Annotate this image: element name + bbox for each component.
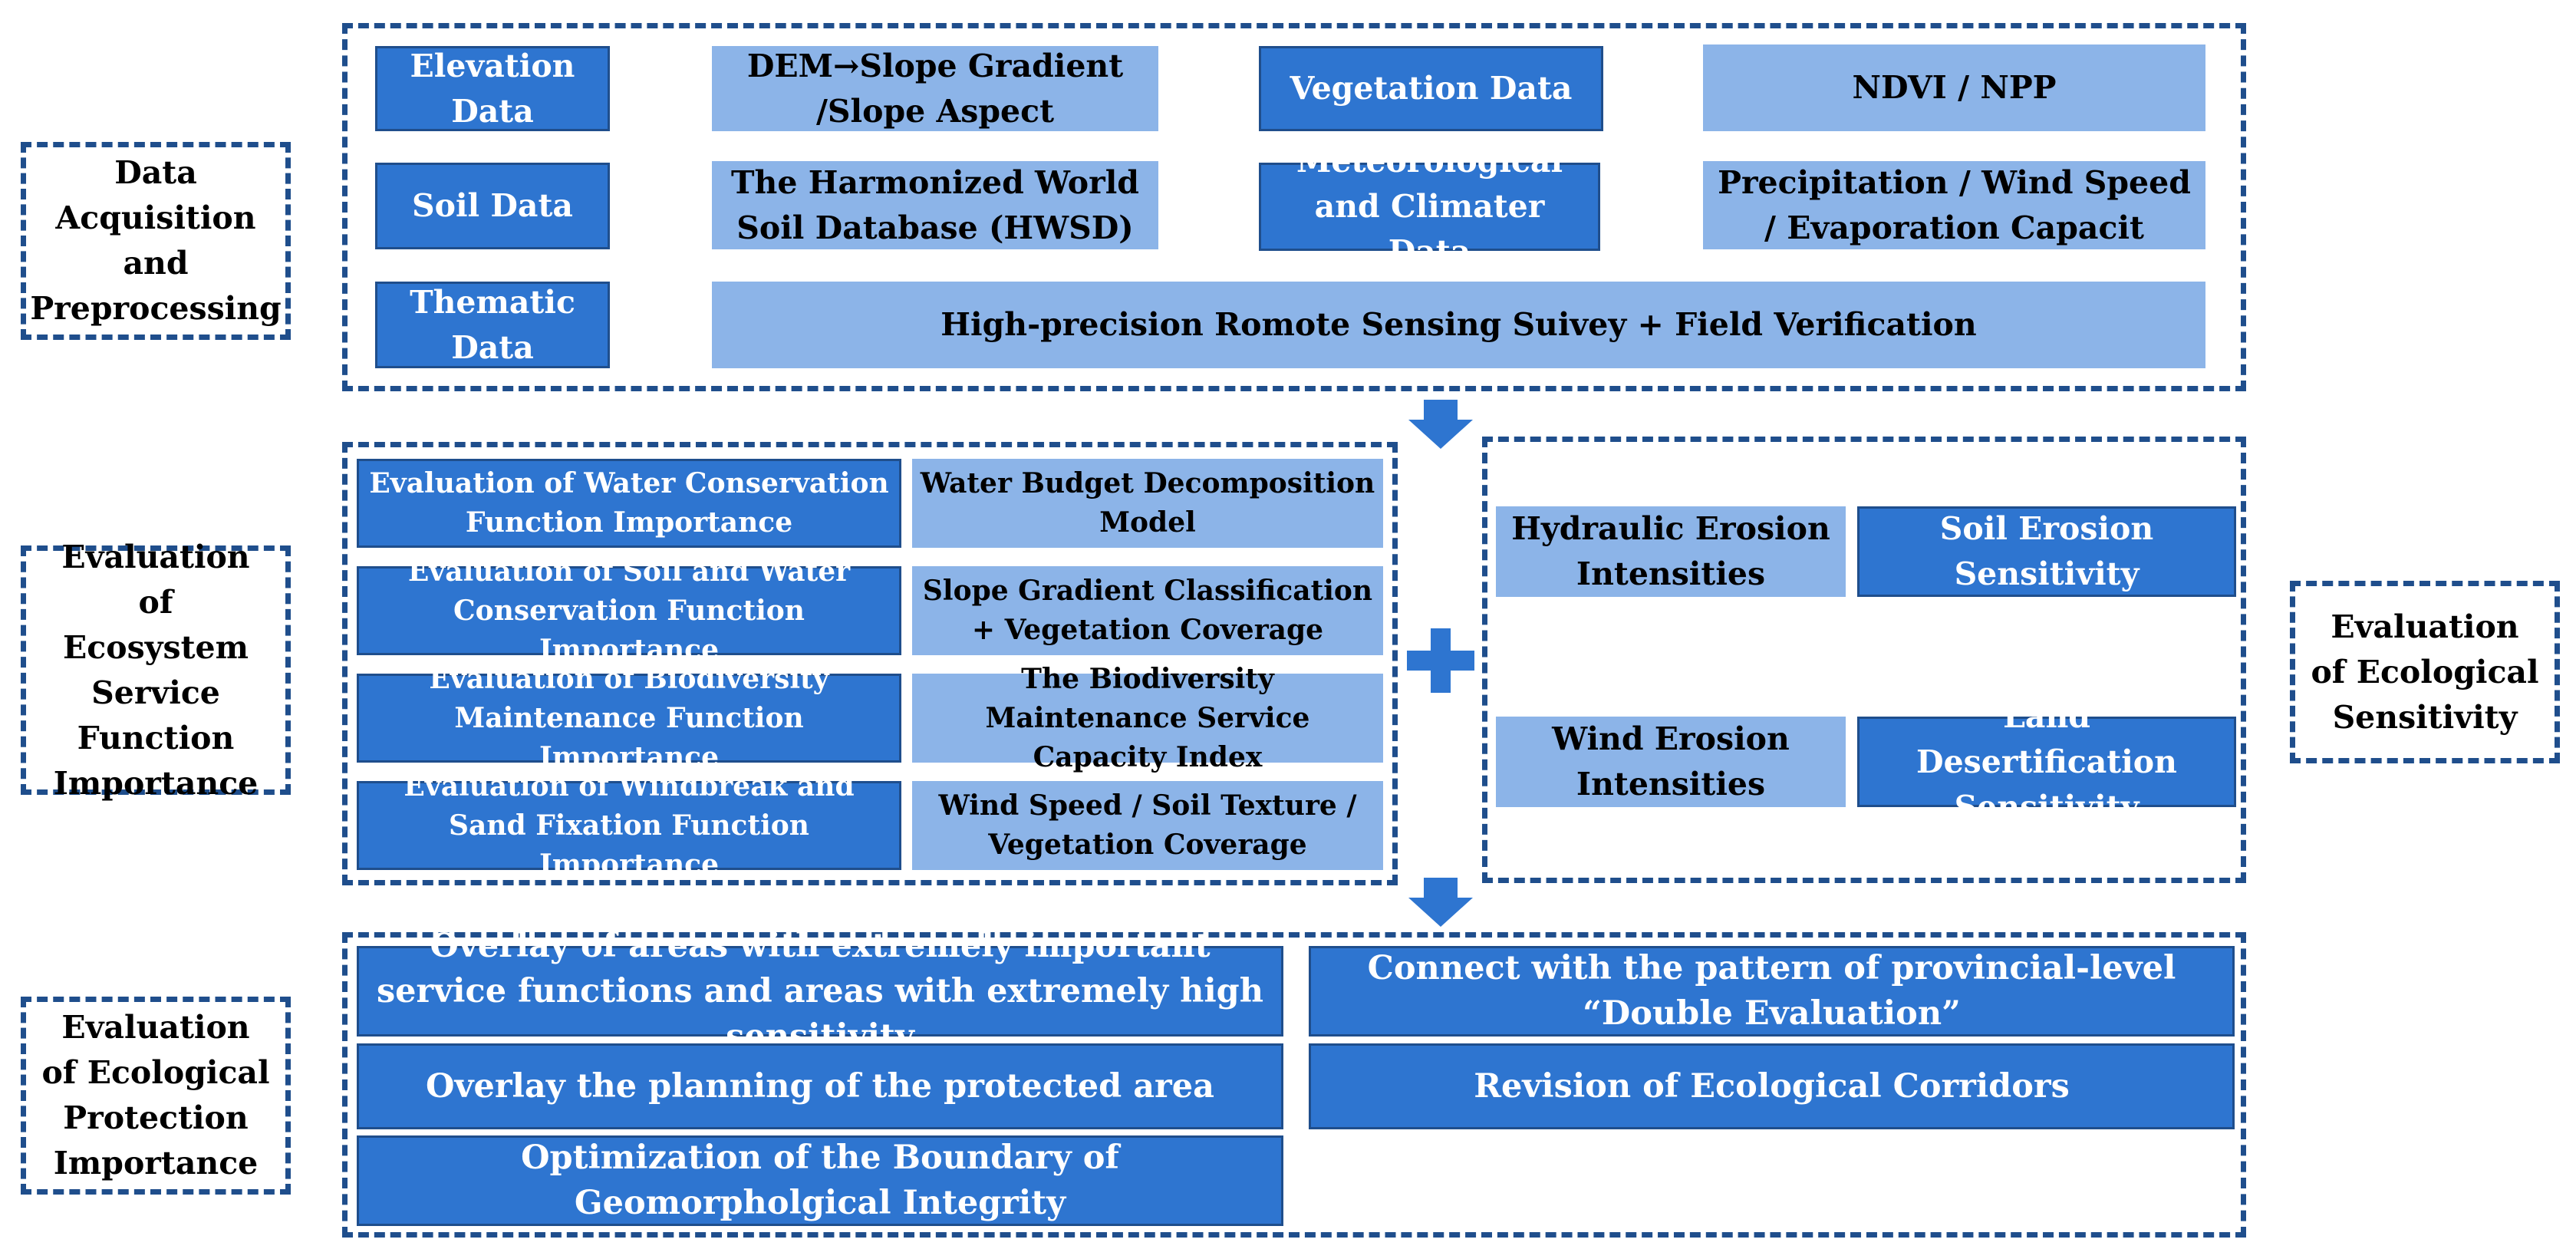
precipitation-label: Precipitation / Wind Speed / Evaporation… bbox=[1718, 163, 2191, 246]
data-acquisition-frame bbox=[342, 23, 2246, 391]
down-arrow-icon bbox=[1408, 400, 1473, 449]
wind-erosion-label: Wind Erosion Intensities bbox=[1552, 720, 1790, 803]
overlay-areas-box: Overlay of areas with extremely importan… bbox=[357, 927, 1283, 1056]
vegetation-data-label: Vegetation Data bbox=[1290, 70, 1573, 107]
soil-erosion-sensitivity-label: Soil Erosion Sensitivity bbox=[1939, 510, 2154, 592]
ecological-corridors-box: Revision of Ecological Corridors bbox=[1309, 1043, 2235, 1129]
side-label-ecological-sensitivity: Evaluation of Ecological Sensitivity bbox=[2290, 581, 2560, 763]
hwsd-label: The Harmonized World Soil Database (HWSD… bbox=[731, 163, 1139, 246]
side-label-data-acquisition: Data Acquisition and Preprocessing bbox=[21, 142, 291, 340]
soil-data-label: Soil Data bbox=[411, 187, 573, 224]
hwsd-box: The Harmonized World Soil Database (HWSD… bbox=[712, 161, 1158, 249]
precipitation-box: Precipitation / Wind Speed / Evaporation… bbox=[1703, 161, 2205, 249]
meteorological-data-label: Meteorological and Climater Data bbox=[1296, 143, 1563, 270]
boundary-optimization-label: Optimization of the Boundary of Geomorph… bbox=[521, 1139, 1119, 1222]
hydraulic-erosion-box: Hydraulic Erosion Intensities bbox=[1496, 506, 1846, 597]
service-evaluation-box-3: Evaluation of Biodiversity Maintenance F… bbox=[357, 663, 901, 773]
double-evaluation-label: Connect with the pattern of provincial-l… bbox=[1367, 949, 2176, 1033]
service-evaluation-label-1: Evaluation of Water Conservation Functio… bbox=[369, 467, 889, 539]
elevation-data-box: Elevation Data bbox=[375, 46, 610, 131]
thematic-data-label: Thematic Data bbox=[410, 283, 575, 366]
ecological-protection-frame bbox=[342, 932, 2246, 1238]
vegetation-data-box: Vegetation Data bbox=[1259, 46, 1603, 131]
thematic-data-box: Thematic Data bbox=[375, 282, 610, 368]
service-method-label-1: Water Budget Decomposition Model bbox=[920, 467, 1375, 539]
side-label-ecosystem-service-text: Evaluation of Ecosystem Service Function… bbox=[53, 538, 259, 802]
side-label-ecosystem-service: Evaluation of Ecosystem Service Function… bbox=[21, 539, 291, 802]
ecological-sensitivity-frame bbox=[1482, 437, 2246, 883]
soil-data-box: Soil Data bbox=[375, 163, 610, 249]
service-method-box-3: The Biodiversity Maintenance Service Cap… bbox=[912, 663, 1383, 773]
boundary-optimization-box: Optimization of the Boundary of Geomorph… bbox=[357, 1135, 1283, 1226]
service-method-box-1: Water Budget Decomposition Model bbox=[912, 459, 1383, 548]
dem-box: DEM→Slope Gradient /Slope Aspect bbox=[712, 46, 1158, 131]
ecological-corridors-label: Revision of Ecological Corridors bbox=[1474, 1066, 2070, 1106]
meteorological-data-box: Meteorological and Climater Data bbox=[1259, 143, 1600, 270]
side-label-data-acquisition-text: Data Acquisition and Preprocessing bbox=[30, 154, 282, 327]
service-method-label-4: Wind Speed / Soil Texture / Vegetation C… bbox=[938, 789, 1357, 861]
remote-sensing-box: High-precision Romote Sensing Suivey + F… bbox=[712, 282, 2205, 368]
overlay-areas-label: Overlay of areas with extremely importan… bbox=[376, 926, 1264, 1056]
service-method-box-2: Slope Gradient Classification + Vegetati… bbox=[912, 566, 1383, 655]
side-label-ecological-protection-text: Evaluation of Ecological Protection Impo… bbox=[41, 1009, 270, 1182]
wind-erosion-box: Wind Erosion Intensities bbox=[1496, 717, 1846, 807]
overlay-planning-box: Overlay the planning of the protected ar… bbox=[357, 1043, 1283, 1129]
service-evaluation-label-3: Evaluation of Biodiversity Maintenance F… bbox=[429, 662, 829, 773]
down-arrow-icon bbox=[1408, 878, 1473, 927]
service-method-label-2: Slope Gradient Classification + Vegetati… bbox=[922, 575, 1373, 646]
dem-label: DEM→Slope Gradient /Slope Aspect bbox=[746, 47, 1124, 130]
soil-erosion-sensitivity-box: Soil Erosion Sensitivity bbox=[1857, 506, 2236, 597]
service-evaluation-box-4: Evaluation of Windbreak and Sand Fixatio… bbox=[357, 770, 901, 881]
remote-sensing-label: High-precision Romote Sensing Suivey + F… bbox=[940, 306, 1977, 343]
double-evaluation-box: Connect with the pattern of provincial-l… bbox=[1309, 946, 2235, 1037]
service-method-label-3: The Biodiversity Maintenance Service Cap… bbox=[985, 662, 1310, 773]
land-desertification-label: Land Desertification Sensitivity bbox=[1916, 697, 2177, 826]
service-evaluation-label-4: Evaluation of Windbreak and Sand Fixatio… bbox=[404, 770, 855, 881]
elevation-data-label: Elevation Data bbox=[410, 47, 575, 130]
side-label-ecological-protection: Evaluation of Ecological Protection Impo… bbox=[21, 997, 291, 1195]
side-label-ecological-sensitivity-text: Evaluation of Ecological Sensitivity bbox=[2311, 608, 2539, 736]
plus-icon bbox=[1407, 628, 1474, 693]
service-evaluation-label-2: Evaluation of Soil and Water Conservatio… bbox=[407, 555, 851, 666]
hydraulic-erosion-label: Hydraulic Erosion Intensities bbox=[1511, 510, 1830, 592]
service-method-box-4: Wind Speed / Soil Texture / Vegetation C… bbox=[912, 781, 1383, 870]
service-evaluation-box-2: Evaluation of Soil and Water Conservatio… bbox=[357, 555, 901, 666]
service-evaluation-box-1: Evaluation of Water Conservation Functio… bbox=[357, 459, 901, 548]
ndvi-box: NDVI / NPP bbox=[1703, 44, 2205, 131]
overlay-planning-label: Overlay the planning of the protected ar… bbox=[426, 1066, 1214, 1106]
ndvi-label: NDVI / NPP bbox=[1852, 69, 2057, 106]
land-desertification-box: Land Desertification Sensitivity bbox=[1857, 698, 2236, 826]
ecosystem-service-frame bbox=[342, 442, 1398, 885]
